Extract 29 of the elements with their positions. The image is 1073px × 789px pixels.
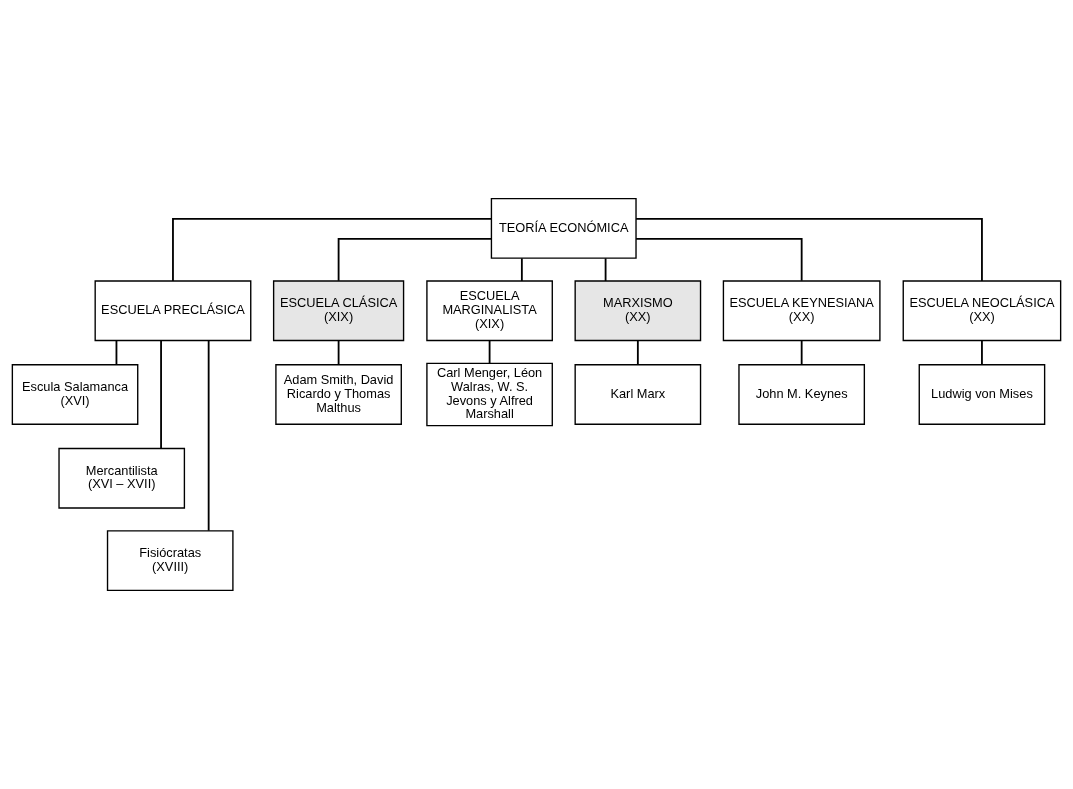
node-box: TEORÍA ECONÓMICA [490,197,637,259]
connector [635,238,803,282]
connector [635,217,983,282]
node-box: Fisiócratas (XVIII) [106,530,234,592]
node-box: Adam Smith, David Ricardo y Thomas Malthus [275,364,402,425]
connector [636,339,639,366]
connector [981,339,983,366]
node-box: Ludwig von Mises [918,364,1046,425]
node-box: John M. Keynes [738,364,866,425]
node-box: ESCUELA MARGINALISTA (XIX) [426,280,553,342]
node-box: ESCUELA CLÁSICA (XIX) [272,280,405,342]
connector [172,217,493,282]
connector [207,339,210,532]
connector [520,257,523,282]
connector [488,339,491,365]
node-box: ESCUELA KEYNESIANA (XX) [722,280,881,342]
node-box: Carl Menger, Léon Walras, W. S. Jevons y Alfred Marshall [426,362,553,427]
node-box: ESCUELA NEOCLÁSICA (XX) [902,280,1062,342]
connector [604,257,607,282]
connector [160,339,162,450]
node-box: Mercantilista (XVI – XVII) [58,447,186,509]
node-box: MARXISMO (XX) [574,280,702,342]
node-box: Escula Salamanca (XVI) [11,364,139,425]
connector [800,339,803,366]
connector [115,339,118,366]
node-box: Karl Marx [574,364,702,425]
node-box: ESCUELA PRECLÁSICA [94,280,252,342]
connector [337,238,493,282]
connector [337,339,340,366]
